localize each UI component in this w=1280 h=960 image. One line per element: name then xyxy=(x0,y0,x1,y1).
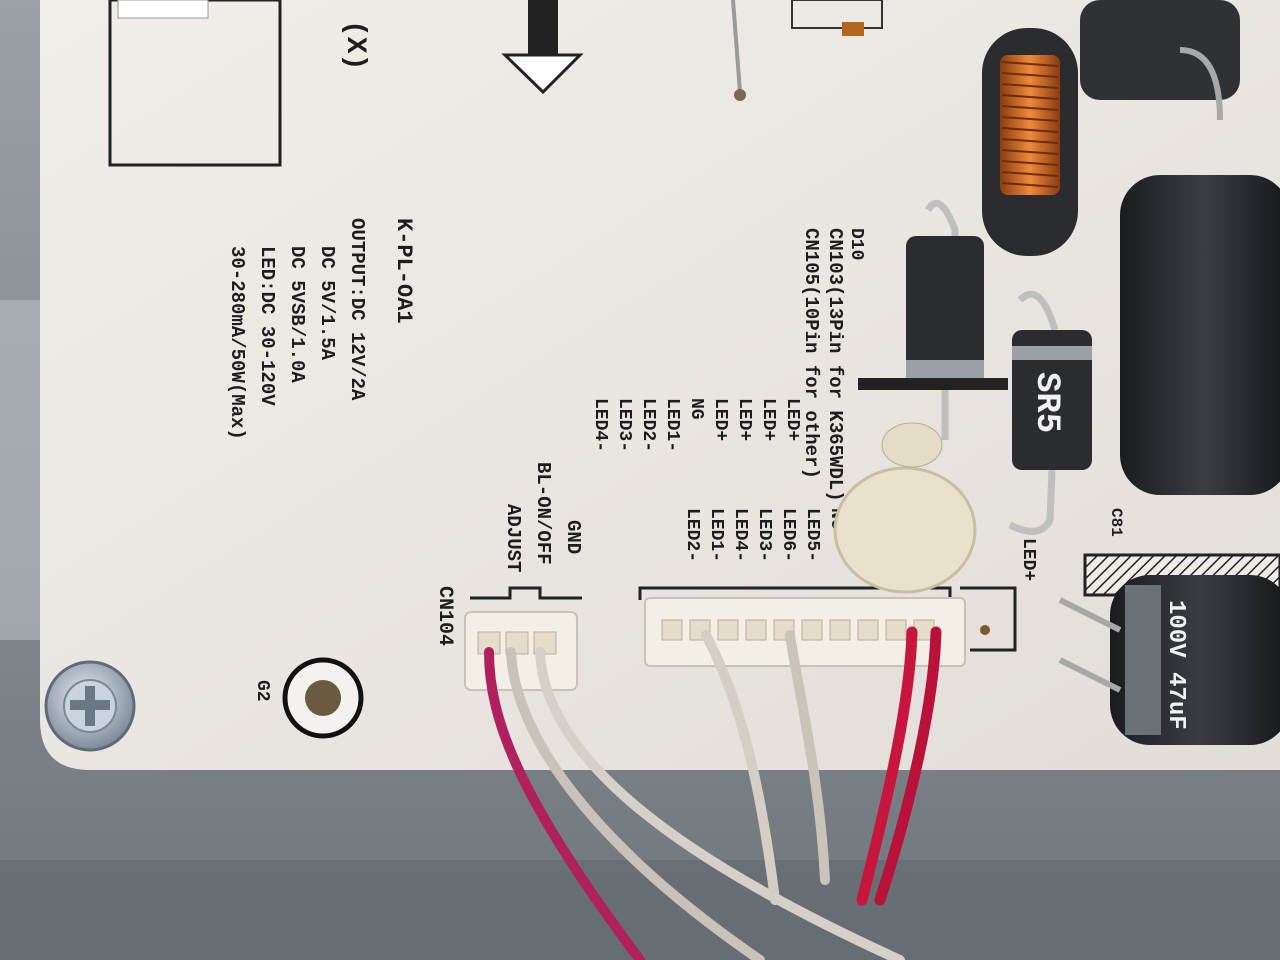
led-plus-label: LED+ xyxy=(1018,538,1038,581)
coil-turn xyxy=(1001,182,1059,188)
cn103-pin-label: LED4- xyxy=(590,398,610,452)
spec-line: LED:DC 30-120V xyxy=(256,246,278,406)
pcb-board xyxy=(40,0,1280,770)
diode-marking: SR5 xyxy=(1027,372,1065,433)
cn103-pin-label: LED3- xyxy=(614,398,634,452)
cn104-pin-label: GND xyxy=(562,520,584,554)
connector-pin-slot xyxy=(801,619,823,641)
board-model: K-PL-OA1 xyxy=(391,218,416,324)
cn103-pin-label: LED6- xyxy=(778,508,798,562)
arrow-mark xyxy=(501,53,584,95)
coil-turn xyxy=(1001,72,1059,78)
cap-label: C81 xyxy=(1107,508,1125,537)
spec-line: DC 5V/1.5A xyxy=(316,246,338,361)
bulk-capacitor xyxy=(1120,175,1280,495)
cn103-pin-label: LED+ xyxy=(758,398,778,441)
cn104-pin-label: BL-ON/OFF xyxy=(532,462,554,565)
diode-label: D10 xyxy=(846,228,866,260)
cn104-pin-label: ADJUST xyxy=(502,504,524,572)
connector-pin-slot xyxy=(745,619,767,641)
spec-line: OUTPUT:DC 12V/2A xyxy=(346,218,368,401)
cn103-pin-label: LED1- xyxy=(662,398,682,452)
connector-pin-slot xyxy=(857,619,879,641)
spec-line: DC 5VSB/1.0A xyxy=(286,246,308,383)
cn103-pin-label: LED2- xyxy=(682,508,702,562)
coil-turn xyxy=(1001,149,1059,155)
coil-turn xyxy=(1001,83,1059,89)
cn103-pin-label: LED4- xyxy=(730,508,750,562)
coil-turn xyxy=(1001,171,1059,177)
cn104-label: CN104 xyxy=(433,586,456,646)
cn103-pin-labels-b: NGLED5-LED6-LED3-LED4-LED1-LED2- xyxy=(682,508,846,562)
connector-pin-slot xyxy=(661,619,683,641)
spec-line: 30-280mA/50W(Max) xyxy=(226,246,248,440)
cn103-pin-label: LED5- xyxy=(802,508,822,562)
cn103-pin-label: NG xyxy=(686,398,706,420)
diode-d10 xyxy=(906,236,984,388)
toroid-core xyxy=(833,466,977,594)
cn105-header: CN105(10Pin for other) xyxy=(800,228,822,479)
cn103-pin-label: LED1- xyxy=(706,508,726,562)
diode-sr5 xyxy=(1012,330,1092,470)
cn103-pin-label: LED3- xyxy=(754,508,774,562)
cn103-pin-label: LED+ xyxy=(782,398,802,441)
coil-turn xyxy=(1001,105,1059,111)
wire-harness xyxy=(484,626,942,960)
cn103-header: CN103(13Pin for K365WDL) xyxy=(824,228,846,502)
coil-turn xyxy=(1001,127,1059,133)
coil-turn xyxy=(1001,160,1059,166)
cap-marking: 100V 47uF xyxy=(1162,600,1189,730)
coil-turn xyxy=(1001,94,1059,100)
connector-pin-slot xyxy=(885,619,907,641)
cn103-pin-label: LED2- xyxy=(638,398,658,452)
connector-pin-slot xyxy=(717,619,739,641)
connector-pin-slot xyxy=(829,619,851,641)
cn103-pin-label: LED+ xyxy=(734,398,754,441)
coil-turn xyxy=(1001,116,1059,122)
cn103-pin-label: LED+ xyxy=(710,398,730,441)
coil-turn xyxy=(1001,61,1059,67)
ground-label: G2 xyxy=(252,680,272,702)
board-mark-x: (X) xyxy=(339,20,370,70)
coil-turn xyxy=(1001,138,1059,144)
spec-list: OUTPUT:DC 12V/2A DC 5V/1.5A DC 5VSB/1.0A LE… xyxy=(226,218,368,440)
cn104-pin-labels: GND BL-ON/OFF ADJUST xyxy=(502,462,584,572)
